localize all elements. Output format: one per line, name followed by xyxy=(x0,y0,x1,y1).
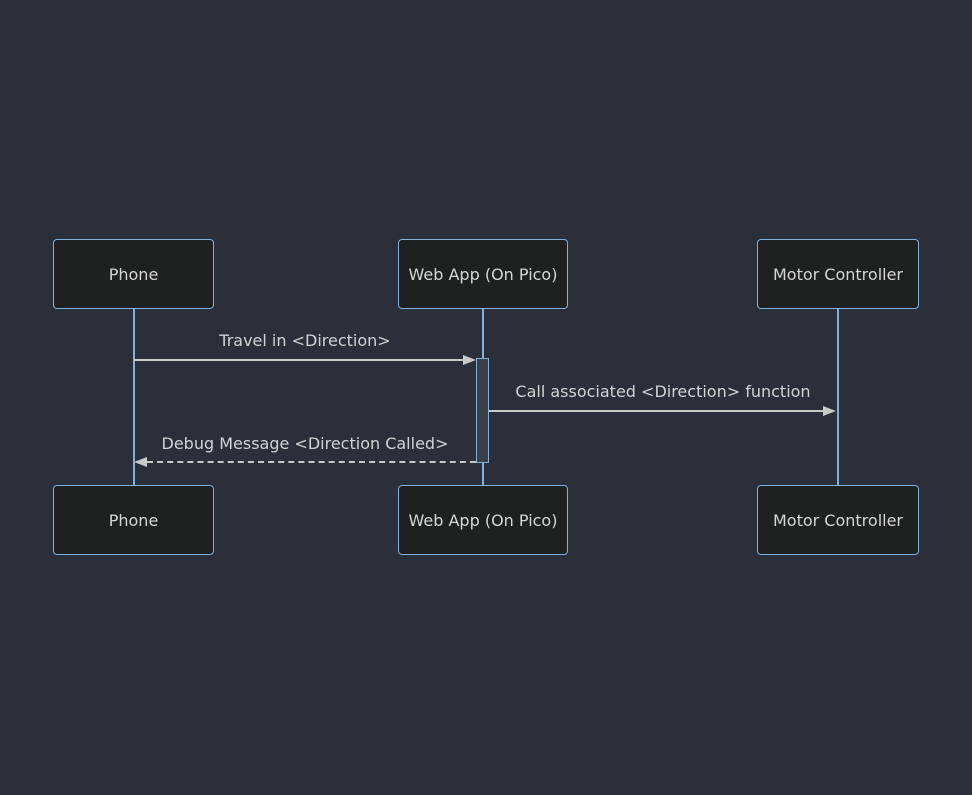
message-label-call-associated-direction-function: Call associated <Direction> function xyxy=(515,382,811,401)
message-line-debug-message-direction-called xyxy=(147,461,476,463)
actor-box-webapp-top: Web App (On Pico) xyxy=(398,239,568,309)
message-line-travel-in-direction xyxy=(134,359,464,361)
actor-box-phone-top: Phone xyxy=(53,239,214,309)
actor-label-phone-top: Phone xyxy=(108,264,159,284)
actor-box-motor-controller-top: Motor Controller xyxy=(757,239,919,309)
actor-label-webapp-top: Web App (On Pico) xyxy=(408,264,558,284)
actor-box-phone-bottom: Phone xyxy=(53,485,214,555)
actor-box-motor-controller-bottom: Motor Controller xyxy=(757,485,919,555)
message-label-travel-in-direction: Travel in <Direction> xyxy=(219,331,391,350)
activation-bar-webapp xyxy=(476,358,489,463)
actor-box-webapp-bottom: Web App (On Pico) xyxy=(398,485,568,555)
arrowhead-left-icon xyxy=(134,457,147,467)
message-label-debug-message-direction-called: Debug Message <Direction Called> xyxy=(161,434,449,453)
actor-label-webapp-bottom: Web App (On Pico) xyxy=(408,510,558,530)
lifeline-phone xyxy=(133,309,135,486)
message-line-call-associated-direction-function xyxy=(489,410,824,412)
arrowhead-right-icon xyxy=(823,406,836,416)
actor-label-motor-controller-bottom: Motor Controller xyxy=(772,510,904,530)
lifeline-motor-controller xyxy=(837,309,839,486)
arrowhead-right-icon xyxy=(463,355,476,365)
actor-label-motor-controller-top: Motor Controller xyxy=(772,264,904,284)
actor-label-phone-bottom: Phone xyxy=(108,510,159,530)
